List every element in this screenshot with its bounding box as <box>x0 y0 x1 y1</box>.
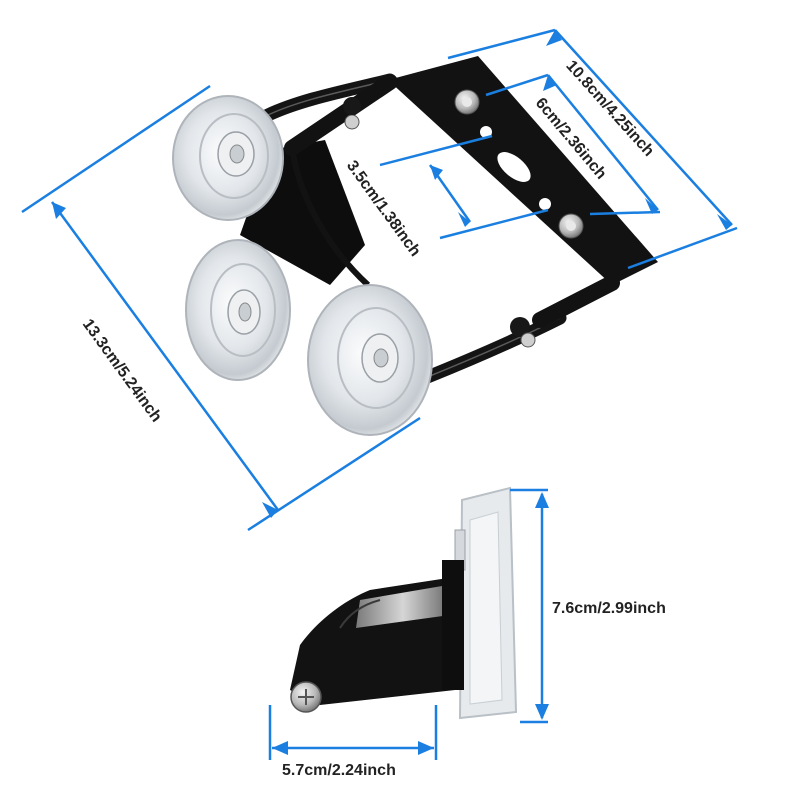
side-plate <box>442 560 464 690</box>
arm-pivot <box>343 97 361 115</box>
side-edge-highlight <box>339 599 381 629</box>
arm-pivot <box>510 317 530 337</box>
suction-cup-middle <box>185 239 291 381</box>
suction-cup-bottom <box>307 284 433 436</box>
dimension-lines-side <box>268 488 549 760</box>
arm-knob <box>520 332 536 348</box>
arm-knob <box>344 114 360 130</box>
side-metal-band <box>356 585 450 628</box>
bracket-bottom-rail <box>532 275 620 328</box>
plate-slot <box>497 152 531 182</box>
bracket-top-rail <box>284 74 398 156</box>
mount-side-view <box>290 486 518 720</box>
side-suction-cup-inner <box>469 511 503 705</box>
bolt-center <box>462 97 472 107</box>
plate-hole <box>539 198 551 210</box>
suction-cup-top <box>172 95 284 221</box>
plate-hole <box>480 126 492 138</box>
bracket-side-edge <box>289 147 371 288</box>
label-side-height: 7.6cm/2.99inch <box>552 600 666 617</box>
dimension-lines-top <box>21 28 738 532</box>
mount-top-view <box>172 56 658 436</box>
label-side-depth: 5.7cm/2.24inch <box>282 762 396 779</box>
bolt-center <box>566 221 576 231</box>
